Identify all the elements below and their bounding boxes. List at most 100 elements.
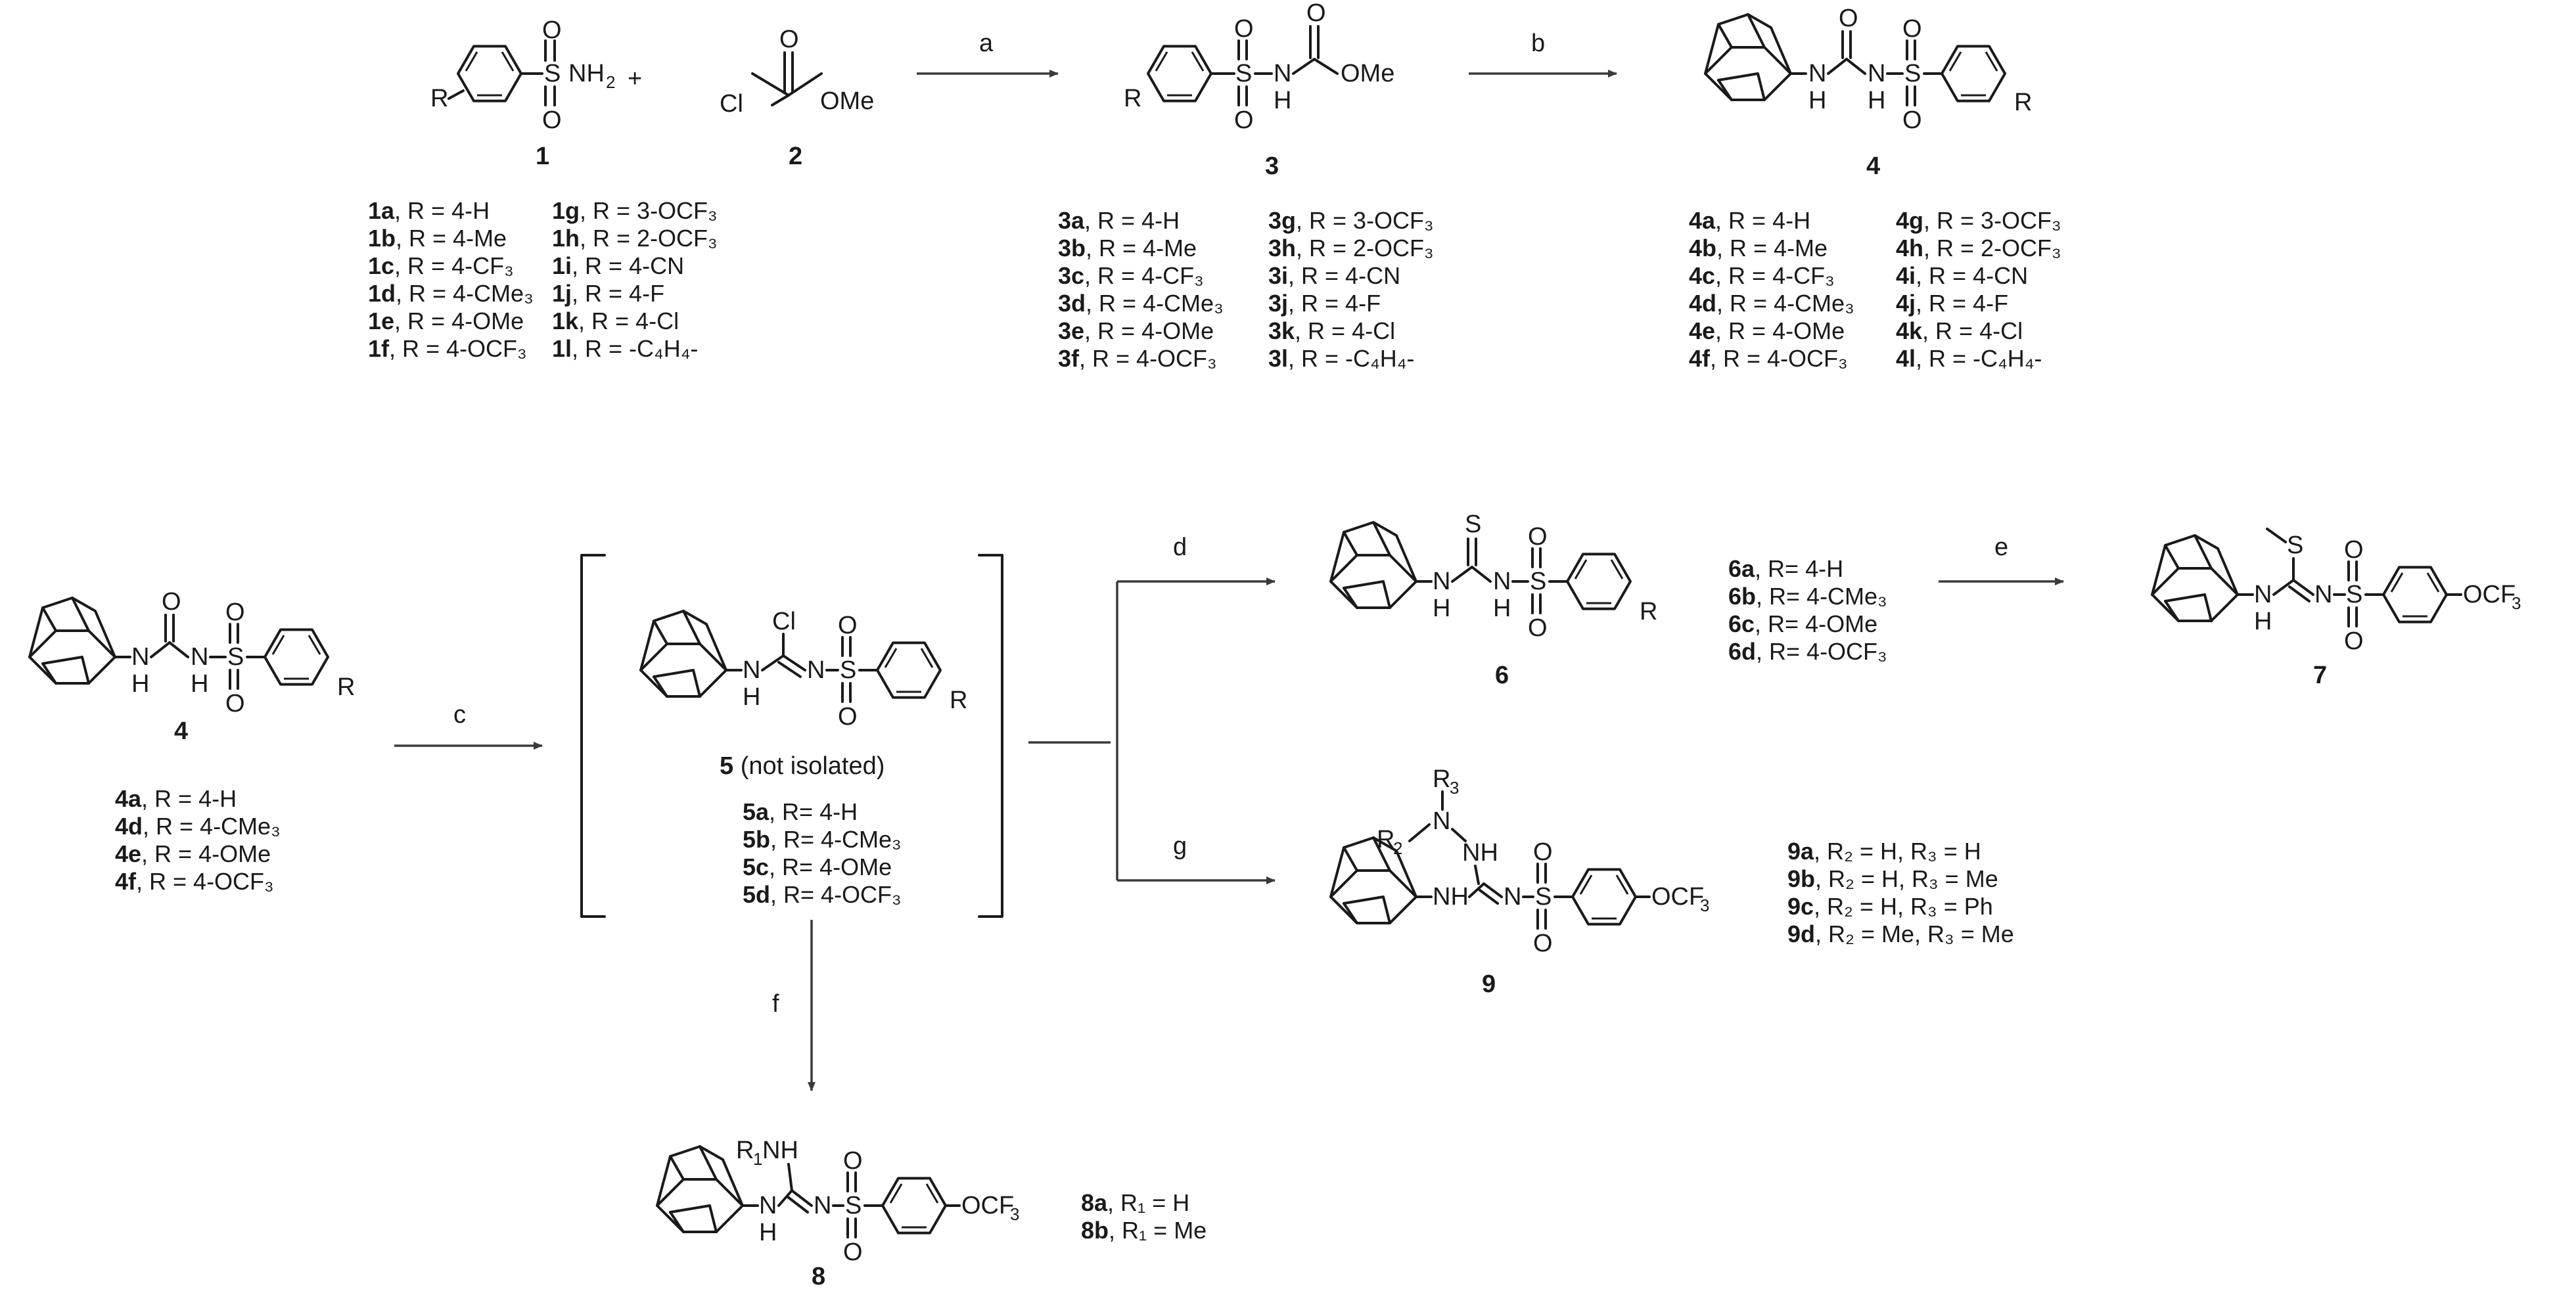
list-entry: 8b, R₁ = Me — [1081, 1217, 1207, 1244]
svg-text:NH: NH — [1462, 839, 1498, 867]
svg-text:R: R — [1433, 765, 1450, 793]
entry-substituent: , R = 4-CF₃ — [1715, 262, 1835, 289]
label-4b: 4 — [174, 717, 188, 745]
entry-substituent: , R = 4-CN — [572, 252, 685, 279]
molecule-9: NH R 2 N R 3 NH N S O O OCF 3 — [1329, 765, 1709, 957]
molecule-6: N H S N H S O O R — [1329, 510, 1657, 642]
list-entry: 1g, R = 3-OCF₃ — [552, 197, 718, 225]
list-entry: 3l, R = -C₄H₄- — [1268, 345, 1434, 373]
list-entry: 1l, R = -C₄H₄- — [552, 335, 718, 363]
list-entry: 3i, R = 4-CN — [1268, 262, 1434, 290]
entry-substituent: , R = 4-Cl — [1295, 317, 1396, 344]
list-entry: 4j, R = 4-F — [1896, 290, 2061, 317]
entry-substituent: , R = 4-OCF₃ — [1710, 345, 1848, 372]
entry-id: 4k — [1896, 317, 1923, 344]
entry-substituent: , R= 4-OCF₃ — [1756, 638, 1887, 665]
list-entry: 3b, R = 4-Me — [1058, 235, 1224, 262]
svg-text:N: N — [814, 1192, 831, 1219]
svg-text:+: + — [628, 65, 642, 93]
svg-text:3: 3 — [1010, 1204, 1019, 1224]
svg-text:OMe: OMe — [820, 87, 874, 115]
entry-substituent: , R = 4-CF₃ — [1084, 262, 1204, 289]
list-entry: 4c, R = 4-CF₃ — [1689, 262, 1854, 290]
svg-text:O: O — [2344, 536, 2364, 564]
svg-text:OCF: OCF — [961, 1192, 1014, 1219]
list-entry: 6c, R= 4-OMe — [1728, 610, 1887, 638]
entry-id: 3g — [1268, 207, 1297, 234]
entry-substituent: , R = -C₄H₄- — [1288, 345, 1415, 372]
entry-id: 1i — [552, 252, 572, 279]
list-entry: 3c, R = 4-CF₃ — [1058, 262, 1224, 290]
svg-text:O: O — [838, 612, 858, 639]
list-entry: 5c, R= 4-OMe — [743, 853, 902, 881]
svg-text:OCF: OCF — [1651, 883, 1704, 911]
entry-substituent: , R = 4-OMe — [141, 840, 271, 867]
label-2: 2 — [789, 143, 802, 170]
entry-id: 4d — [1689, 290, 1717, 317]
bracket-right — [978, 554, 1003, 918]
molecule-4-left: N H O N H S O O R — [28, 588, 355, 717]
molecule-5: N H Cl N S O O R — [639, 608, 967, 731]
entry-substituent: , R = 3-OCF₃ — [580, 197, 718, 224]
list-entry: 1f, R = 4-OCF₃ — [368, 335, 534, 363]
entry-substituent: , R = 4-OCF₃ — [1079, 345, 1217, 372]
list-entry: 1b, R = 4-Me — [368, 225, 534, 252]
svg-text:N: N — [1868, 60, 1885, 87]
entry-substituent: , R = 4-F — [572, 280, 665, 307]
list-entry: 4e, R = 4-OMe — [115, 840, 281, 868]
svg-text:S: S — [544, 60, 561, 87]
svg-text:S: S — [845, 1192, 862, 1219]
entry-id: 3l — [1268, 345, 1289, 372]
entry-substituent: , R= 4-H — [1755, 555, 1844, 582]
svg-text:S: S — [1904, 60, 1921, 87]
svg-text:b: b — [1531, 30, 1545, 57]
list-entry: 6a, R= 4-H — [1728, 555, 1887, 583]
entry-id: 8b — [1081, 1217, 1109, 1244]
list-entry: 1k, R = 4-Cl — [552, 307, 718, 335]
entry-id: 4a — [115, 785, 142, 812]
svg-text:R: R — [2014, 89, 2032, 116]
entry-id: 4b — [1689, 235, 1717, 261]
entry-substituent: , R₂ = Me, R₃ = Me — [1815, 920, 2014, 947]
entry-substituent: , R₁ = Me — [1109, 1217, 1207, 1244]
svg-text:O: O — [2344, 627, 2364, 655]
svg-text:O: O — [1533, 838, 1553, 866]
svg-text:N: N — [2314, 581, 2332, 608]
svg-text:S: S — [2346, 581, 2362, 608]
entry-id: 6a — [1728, 555, 1755, 582]
svg-text:N: N — [1433, 807, 1450, 835]
svg-text:S: S — [1235, 60, 1252, 87]
svg-text:N: N — [1274, 60, 1291, 87]
svg-text:O: O — [542, 16, 562, 44]
entry-substituent: , R= 4-CMe₃ — [770, 826, 902, 853]
molecule-1: S O O NH 2 R — [430, 16, 615, 134]
list-entry: 1e, R = 4-OMe — [368, 307, 534, 335]
list-entry: 1c, R = 4-CF₃ — [368, 252, 534, 280]
svg-text:NH: NH — [762, 1137, 798, 1164]
entry-id: 1a — [368, 197, 395, 224]
entry-id: 1b — [368, 225, 396, 252]
entry-id: 1c — [368, 252, 395, 279]
list-entry: 4e, R = 4-OMe — [1689, 317, 1854, 345]
list-entry: 4f, R = 4-OCF₃ — [115, 868, 281, 896]
label-5: 5 (not isolated) — [720, 752, 885, 780]
entry-substituent: , R = 4-OMe — [1715, 317, 1845, 344]
svg-text:S: S — [1465, 510, 1481, 538]
entry-id: 1d — [368, 280, 396, 307]
entry-id: 4e — [115, 840, 142, 867]
svg-text:H: H — [1433, 595, 1450, 622]
entry-substituent: , R = 3-OCF₃ — [1296, 207, 1434, 234]
svg-text:H: H — [2254, 608, 2272, 635]
svg-text:1: 1 — [753, 1149, 762, 1169]
entry-substituent: , R = 2-OCF₃ — [580, 225, 718, 252]
list-entry: 3j, R = 4-F — [1268, 290, 1434, 317]
label-1: 1 — [536, 143, 549, 170]
